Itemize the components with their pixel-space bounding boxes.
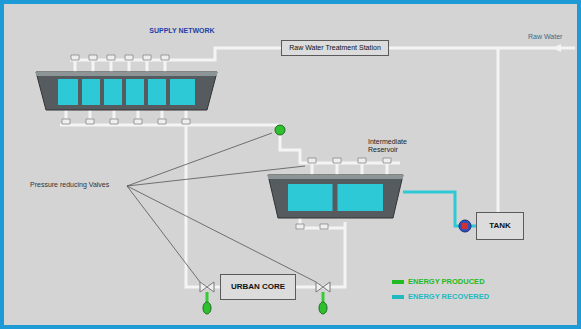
pump-motor: [462, 223, 468, 229]
legend-text: ENERGY RECOVERED: [408, 292, 489, 301]
node-text: Raw Water Treatment Station: [289, 44, 381, 52]
reservoir-body: [268, 175, 403, 218]
water: [58, 79, 195, 105]
water: [288, 184, 383, 211]
process-box: TANK: [476, 212, 524, 240]
note-label: Pressure reducing Valves: [30, 181, 109, 188]
legend-swatch: [392, 295, 404, 299]
reservoir-rim: [268, 175, 403, 179]
process-box: URBAN CORE: [220, 274, 296, 300]
reservoir-rim: [36, 72, 217, 76]
pipe-connector: [389, 48, 498, 212]
node-text: Intermediate Reservoir: [368, 138, 422, 155]
node-text: TANK: [489, 221, 511, 231]
reservoir-divider: [333, 184, 338, 211]
reservoir-divider: [80, 79, 168, 105]
legend: ENERGY PRODUCED ENERGY RECOVERED: [392, 274, 489, 304]
legend-swatch: [392, 280, 404, 284]
note-label: Raw Water: [528, 33, 562, 40]
title-text: SUPPLY NETWORK: [102, 27, 262, 34]
flow-arrow: [552, 44, 561, 52]
process-box: Raw Water Treatment Station: [281, 40, 389, 56]
pipe-connector: [296, 222, 345, 287]
turbine-valve: [275, 125, 285, 135]
background: [4, 4, 577, 325]
reservoir-node: Intermediate Reservoir: [268, 138, 403, 222]
pump-symbol: [459, 220, 471, 232]
reservoir-body: [36, 72, 217, 110]
valve-symbol: [62, 55, 391, 229]
legend-text: ENERGY PRODUCED: [408, 277, 485, 286]
node-text: URBAN CORE: [231, 282, 285, 292]
turbine: [203, 302, 211, 314]
legend-row: ENERGY PRODUCED: [392, 274, 489, 289]
legend-row: ENERGY RECOVERED: [392, 289, 489, 304]
turbine: [319, 302, 327, 314]
